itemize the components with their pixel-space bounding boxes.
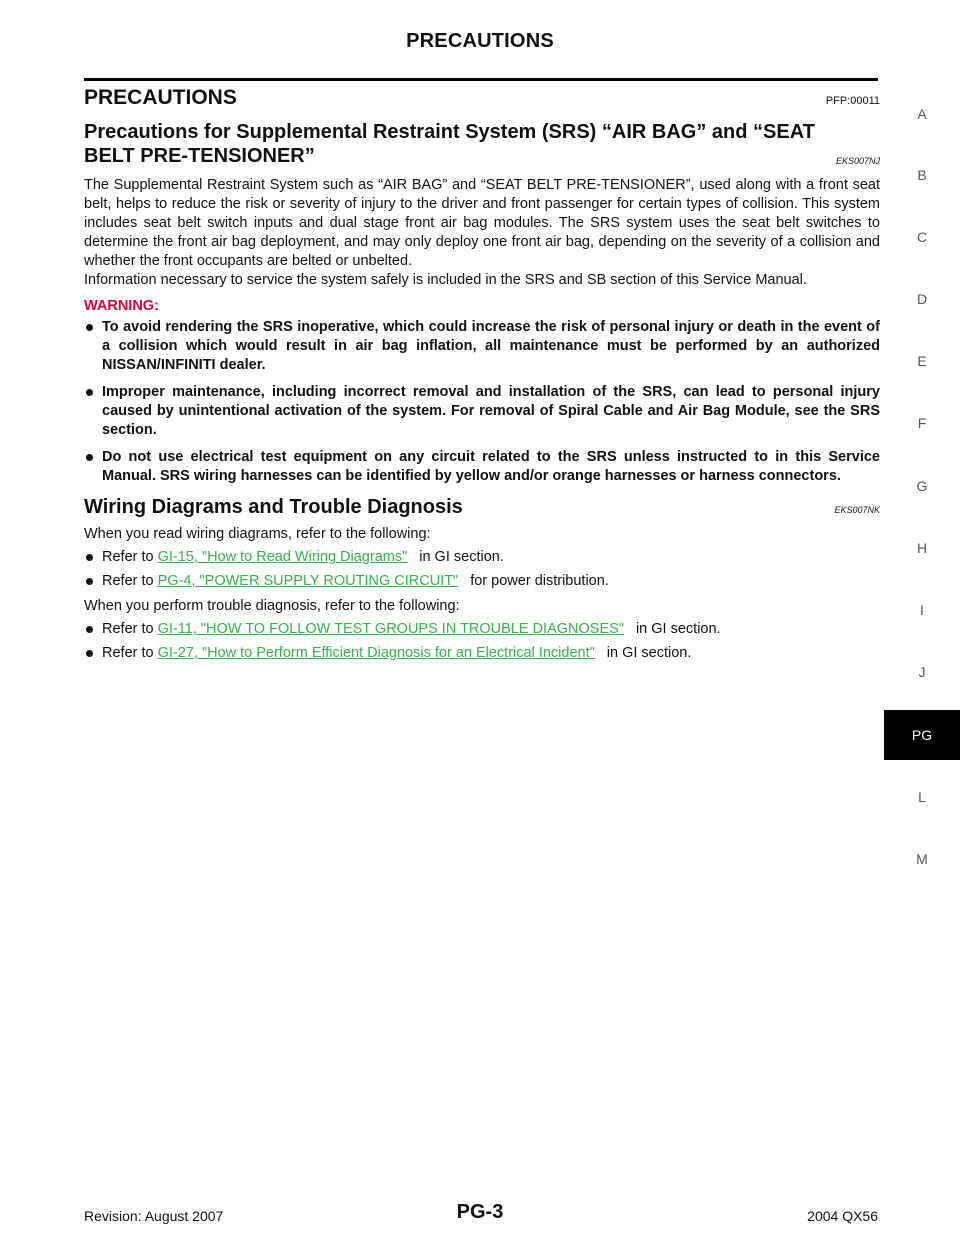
header-rule (84, 78, 878, 81)
section-tab-pg[interactable]: PG (884, 710, 960, 760)
list-item: Refer to PG-4, "POWER SUPPLY ROUTING CIR… (84, 572, 880, 591)
section-tab-a[interactable]: A (917, 106, 927, 122)
ref-prefix: Refer to (102, 621, 158, 637)
list-item: Refer to GI-11, "HOW TO FOLLOW TEST GROU… (84, 620, 880, 639)
section-tab-b[interactable]: B (917, 167, 927, 183)
bullet-icon (86, 554, 93, 561)
srs-paragraph: The Supplemental Restraint System such a… (84, 176, 880, 290)
warning-item: To avoid rendering the SRS inoperative, … (84, 318, 880, 375)
bullet-icon (86, 389, 93, 396)
warning-text: Improper maintenance, including incorrec… (102, 384, 880, 438)
section-tab-g[interactable]: G (916, 478, 928, 494)
srs-paragraph-2: Information necessary to service the sys… (84, 272, 807, 288)
warning-text: Do not use electrical test equipment on … (102, 449, 880, 484)
srs-paragraph-1: The Supplemental Restraint System such a… (84, 177, 880, 269)
ref-suffix: in GI section. (419, 549, 504, 565)
ref-prefix: Refer to (102, 645, 158, 661)
ref-suffix: for power distribution. (470, 573, 609, 589)
bullet-icon (86, 454, 93, 461)
link-pg-4[interactable]: PG-4, "POWER SUPPLY ROUTING CIRCUIT" (157, 573, 459, 589)
wiring-heading: Wiring Diagrams and Trouble Diagnosis EK… (84, 496, 880, 519)
footer-model: 2004 QX56 (807, 1208, 878, 1224)
wiring-intro-read: When you read wiring diagrams, refer to … (84, 526, 431, 542)
list-item: Refer to GI-27, "How to Perform Efficien… (84, 644, 880, 663)
ref-suffix: in GI section. (606, 645, 692, 661)
ref-suffix: in GI section. (635, 621, 721, 637)
wiring-ref-list: Refer to GI-15, "How to Read Wiring Diag… (84, 548, 880, 591)
footer-page-number: PG-3 (456, 1201, 504, 1223)
section-title: PRECAUTIONS (84, 86, 237, 109)
section-tab-m[interactable]: M (916, 851, 928, 867)
wiring-code: EKS007NK (834, 505, 880, 515)
bullet-icon (86, 650, 93, 657)
bullet-icon (86, 324, 93, 331)
warning-item: Improper maintenance, including incorrec… (84, 383, 880, 440)
document-body: PRECAUTIONS PFP:00011 Precautions for Su… (84, 84, 880, 668)
srs-code: EKS007NJ (835, 156, 880, 166)
ref-prefix: Refer to (102, 573, 158, 589)
section-tab-c[interactable]: C (916, 229, 928, 245)
warning-text: To avoid rendering the SRS inoperative, … (102, 319, 880, 373)
link-gi-27[interactable]: GI-27, "How to Perform Efficient Diagnos… (157, 645, 595, 661)
list-item: Refer to GI-15, "How to Read Wiring Diag… (84, 548, 880, 567)
wiring-title: Wiring Diagrams and Trouble Diagnosis (84, 496, 463, 518)
section-tab-l[interactable]: L (918, 789, 926, 805)
warning-label: WARNING: (84, 298, 159, 314)
section-tab-e[interactable]: E (917, 353, 927, 369)
section-code: PFP:00011 (825, 95, 880, 107)
warning-item: Do not use electrical test equipment on … (84, 448, 880, 486)
section-tab-d[interactable]: D (916, 291, 928, 307)
section-tab-f[interactable]: F (917, 415, 927, 431)
section-tab-h[interactable]: H (916, 540, 928, 556)
bullet-icon (86, 578, 93, 585)
section-tab-j[interactable]: J (918, 664, 926, 680)
srs-heading: Precautions for Supplemental Restraint S… (84, 120, 880, 168)
srs-title: Precautions for Supplemental Restraint S… (84, 121, 815, 167)
footer-revision: Revision: August 2007 (84, 1208, 224, 1224)
bullet-icon (86, 626, 93, 633)
wiring-intro-diagnosis: When you perform trouble diagnosis, refe… (84, 598, 460, 614)
diagnosis-ref-list: Refer to GI-11, "HOW TO FOLLOW TEST GROU… (84, 620, 880, 663)
warning-list: To avoid rendering the SRS inoperative, … (84, 318, 880, 486)
ref-prefix: Refer to (102, 549, 158, 565)
page-header-title: PRECAUTIONS (406, 30, 554, 52)
section-tab-i[interactable]: I (920, 602, 924, 618)
link-gi-11[interactable]: GI-11, "HOW TO FOLLOW TEST GROUPS IN TRO… (157, 621, 624, 637)
section-heading: PRECAUTIONS PFP:00011 (84, 86, 880, 110)
link-gi-15[interactable]: GI-15, "How to Read Wiring Diagrams" (157, 549, 408, 565)
